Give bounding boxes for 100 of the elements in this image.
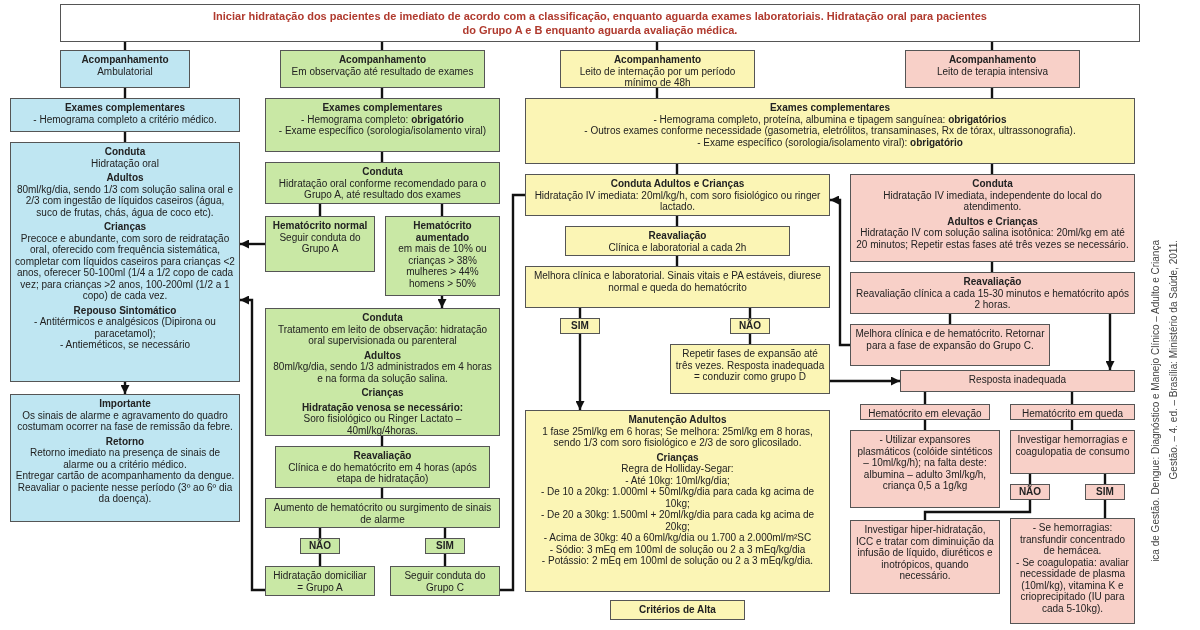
box-text: Investigar hemorragias e coagulopatia de consumo xyxy=(1015,434,1130,457)
box-text: Precoce e abundante, com soro de reidratação oral, oferecido com frequência sistemática, completar com líquidos caseiros para crianças <2 anos, oferecer 50-100ml (1/4 a 1/2 copo de cada vez; para crianças >2 anos, 100-200ml (1/2 a 1 copo) de cada vez. xyxy=(15,232,235,302)
process-box xyxy=(610,600,745,620)
box-text: Melhora clínica e laboratorial. Sinais vitais e PA estáveis, diurese normal e queda do hematócrito xyxy=(532,270,823,293)
box-text: - De 10 a 20kg: 1.000ml + 50ml/kg/dia para cada kg acima de 10kg; xyxy=(539,486,816,509)
answer-text: NÃO xyxy=(307,540,333,552)
process-box xyxy=(850,324,1050,366)
box-heading: Conduta xyxy=(361,166,404,178)
box-text: Em observação até resultado de exames xyxy=(290,65,475,77)
box-text: - Acima de 30kg: 40 a 60ml/kg/dia ou 1.700 a 2.000ml/m²SC xyxy=(542,532,813,544)
process-box xyxy=(265,162,500,204)
box-text: - Hemograma completo: obrigatório xyxy=(300,113,465,125)
box-heading: Crianças xyxy=(655,451,700,463)
answer-tag xyxy=(1010,484,1050,500)
box-text: - Hemograma completo a critério médico. xyxy=(32,113,218,125)
box-text: Seguir conduta do Grupo A xyxy=(278,231,362,255)
answer-tag xyxy=(300,538,340,554)
process-box xyxy=(565,226,790,256)
box-heading: Hematócrito aumentado xyxy=(412,220,473,243)
box-heading: Conduta xyxy=(971,178,1014,190)
box-text: Hidratação domiciliar = Grupo A xyxy=(272,570,368,593)
box-text: Aumento de hematócrito ou surgimento de sinais de alarme xyxy=(272,502,493,525)
box-text: Clínica e do hematócrito em 4 horas (após etapa de hidratação) xyxy=(287,461,478,485)
process-box xyxy=(265,216,375,272)
answer-text: SIM xyxy=(435,540,455,552)
box-text: - Utilizar expansores plasmáticos (colóide sintéticos – 10ml/kg/h); na falta deste: albumina – adulto 3ml/kg/h, criança 0,5 a 1g/kg xyxy=(856,434,994,492)
box-text: 80ml/kg/dia, sendo 1/3 com solução salina oral e 2/3 com ingestão de líquidos caseiros (água, suco de frutas, chás, água de coco etc). xyxy=(15,183,235,218)
box-heading: Crianças xyxy=(360,387,405,399)
box-text: Soro fisiológico ou Ringer Lactato – 40ml/kg/4horas. xyxy=(302,413,463,436)
arrow xyxy=(240,295,265,592)
box-heading: Importante xyxy=(98,398,152,410)
box-text: - Antitérmicos e analgésicos (Dipirona ou paracetamol); xyxy=(33,316,217,339)
answer-text: NÃO xyxy=(737,320,763,332)
arrow xyxy=(240,239,265,249)
box-text: Retorno imediato na presença de sinais de alarme ou a critério médico. xyxy=(28,447,222,470)
box-text: Reavaliar o paciente nesse período (3º ao 6º dia da doença). xyxy=(16,481,234,505)
source-citation: Gestão. – 4. ed. – Brasília: Ministério da Saúde, 2011. xyxy=(1168,240,1180,480)
box-text: Hidratação IV imediata, independente do local do atendimento. xyxy=(882,189,1103,213)
box-heading: Conduta Adultos e Crianças xyxy=(609,178,746,190)
box-heading: Hematócrito normal xyxy=(271,220,369,232)
box-heading: Hidratação venosa se necessário: xyxy=(300,401,465,413)
answer-tag xyxy=(730,318,770,334)
arrow xyxy=(437,296,447,308)
box-text: Hidratação IV com solução salina isotônica: 20ml/kg em até 20 minutos; Repetir estas fases até três vezes se necessário. xyxy=(855,227,1130,250)
process-box xyxy=(560,50,755,88)
box-text: em mais de 10% ou crianças > 38% mulheres > 44% homens > 50% xyxy=(397,243,488,289)
box-text: - Potássio: 2 mEq em 100ml de solução ou 2 a 3 mEq/kg/dia. xyxy=(540,555,815,567)
box-heading: Repouso Sintomático xyxy=(72,304,178,316)
connector-line xyxy=(923,500,1032,520)
process-box xyxy=(1010,518,1135,624)
process-box xyxy=(850,520,1000,594)
process-box xyxy=(10,142,240,382)
box-text: Entregar cartão de acompanhamento da dengue. xyxy=(15,470,235,482)
box-heading: Acompanhamento xyxy=(612,54,703,66)
box-heading: Conduta xyxy=(361,312,404,324)
box-text: Hidratação oral conforme recomendado para o Grupo A, até resultado dos exames xyxy=(277,177,488,201)
process-box xyxy=(905,50,1080,88)
connector-line xyxy=(500,193,525,592)
box-text: - De 20 a 30kg: 1.500ml + 20ml/kg/dia para cada kg acima de 20kg; xyxy=(539,509,816,532)
box-text: Investigar hiper-hidratação, ICC e tratar com diminuição da infusão de líquido, diuréticos e inotrópicos, quando necessário. xyxy=(855,524,995,582)
box-heading: Exames complementares xyxy=(63,102,187,114)
box-text: - Se hemorragias: transfundir concentrado de hemácea. xyxy=(1018,522,1127,557)
box-text: Tratamento em leito de observação: hidratação oral supervisionada ou parenteral xyxy=(276,323,489,347)
box-heading: Exames complementares xyxy=(321,102,444,114)
box-text: - Até 10kg: 10ml/kg/dia; xyxy=(624,474,731,486)
process-box xyxy=(525,174,830,216)
box-heading: Critérios de Alta xyxy=(638,604,717,616)
answer-tag xyxy=(560,318,600,334)
box-text: Resposta inadequada xyxy=(967,374,1068,386)
arrow xyxy=(1105,314,1115,370)
box-heading: Reavaliação xyxy=(962,276,1023,288)
condition-tag xyxy=(860,404,990,420)
process-box xyxy=(525,410,830,592)
box-text: Os sinais de alarme e agravamento do quadro costumam ocorrer na fase de remissão da febre. xyxy=(16,409,234,433)
process-box xyxy=(10,394,240,522)
process-box xyxy=(265,498,500,528)
box-heading: Crianças xyxy=(102,221,148,233)
process-box xyxy=(265,308,500,436)
process-box xyxy=(10,98,240,132)
box-text: - Antieméticos, se necessário xyxy=(58,339,192,351)
process-box xyxy=(525,98,1135,164)
box-heading: Conduta xyxy=(103,146,147,158)
process-box xyxy=(525,266,830,308)
arrow xyxy=(575,334,585,410)
process-box xyxy=(60,50,190,88)
box-text: Seguir conduta do Grupo C xyxy=(403,570,487,593)
box-text: Ambulatorial xyxy=(96,65,154,77)
process-box xyxy=(850,272,1135,314)
box-text: 1 fase 25ml/kg em 6 horas; Se melhora: 25ml/kg em 8 horas, sendo 1/3 com soro fisiológico e 2/3 de soro glicosilado. xyxy=(541,425,814,449)
box-text: Repetir fases de expansão até três vezes. Resposta inadequada = conduzir como grupo D xyxy=(675,348,825,383)
answer-text: NÃO xyxy=(1017,486,1043,498)
box-text: Hematócrito em elevação xyxy=(867,408,983,420)
box-heading: Acompanhamento xyxy=(947,54,1038,66)
box-heading: Manutenção Adultos xyxy=(627,414,728,426)
box-heading: Retorno xyxy=(104,435,146,447)
arrow xyxy=(120,382,130,394)
process-box xyxy=(390,566,500,596)
box-text: Hidratação oral xyxy=(90,157,160,169)
box-text: Clínica e laboratorial a cada 2h xyxy=(607,241,748,253)
process-box xyxy=(670,344,830,394)
